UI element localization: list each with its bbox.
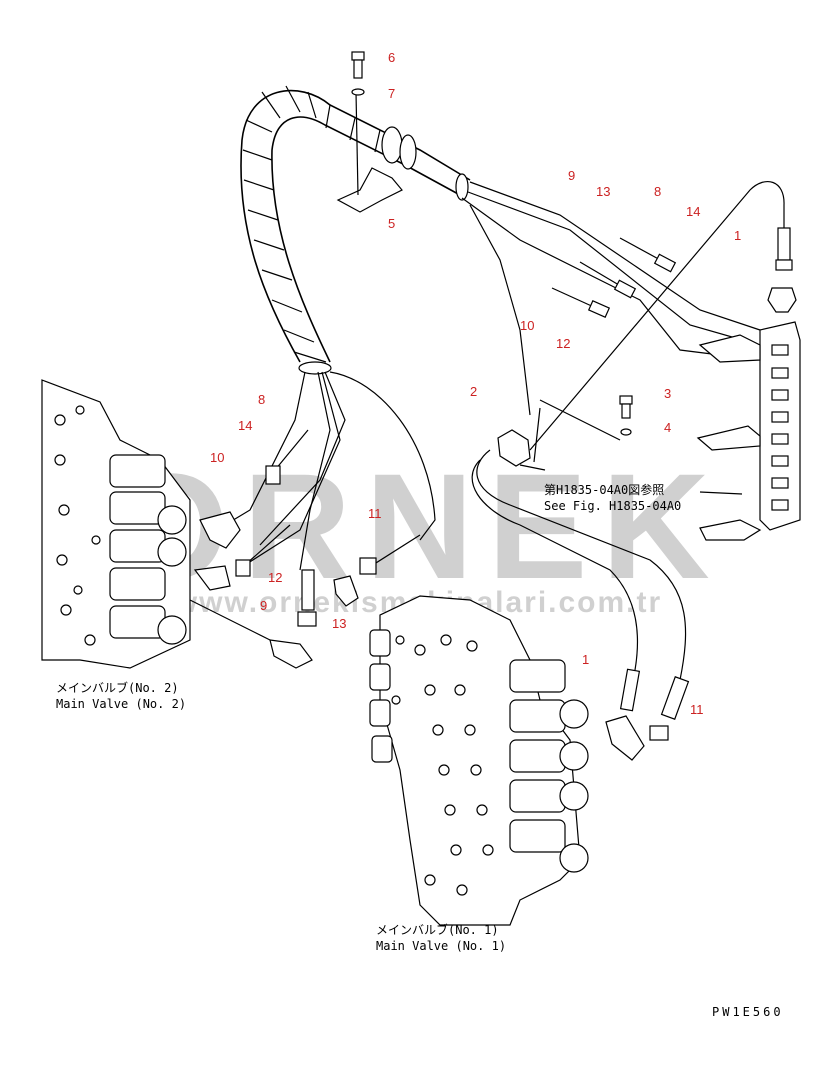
main-valve-2-caption-en: Main Valve (No. 2) [56, 697, 186, 711]
bolt-3 [619, 395, 633, 419]
valve-1-ports [391, 634, 494, 896]
clamp-2 [497, 407, 546, 471]
hose-fitting-10-12 [551, 287, 611, 319]
hose-fitting-8-14 [619, 237, 677, 273]
hoses [149, 181, 785, 681]
callout-8-left: 8 [258, 392, 265, 407]
hose-9-13-left [297, 569, 359, 627]
callout-1-bottom: 1 [582, 652, 589, 667]
washer-7 [351, 88, 365, 96]
hose-8-14-left [265, 429, 309, 485]
main-valve-1-caption-jp: メインバルブ(No. 1) [376, 922, 499, 937]
callouts: 6 7 5 9 13 8 14 1 10 12 2 3 4 8 14 10 11… [210, 50, 741, 717]
valve-1-spools [509, 659, 589, 873]
callout-14-left: 14 [238, 418, 252, 433]
main-valve-1 [369, 595, 589, 926]
junction-block [696, 321, 801, 541]
bolt-6 [351, 51, 365, 79]
hose-11-bottom [649, 676, 690, 741]
main-valve-1-caption-en: Main Valve (No. 1) [376, 939, 506, 953]
washer-4 [620, 428, 632, 436]
hose-1-bottom [605, 668, 645, 761]
callout-13-top: 13 [596, 184, 610, 199]
hose-fitting-9-13 [579, 261, 637, 299]
callout-2: 2 [470, 384, 477, 399]
callout-6: 6 [388, 50, 395, 65]
callout-7: 7 [388, 86, 395, 101]
callout-12-left: 12 [268, 570, 282, 585]
callout-14-top: 14 [686, 204, 700, 219]
callout-8-top: 8 [654, 184, 661, 199]
captions: メインバルブ(No. 2) Main Valve (No. 2) メインバルブ(… [56, 482, 784, 1019]
junction-ports [771, 344, 789, 511]
callout-9-left: 9 [260, 598, 267, 613]
callout-12-top: 12 [556, 336, 570, 351]
valve-2-spools [109, 454, 187, 645]
callout-10-top: 10 [520, 318, 534, 333]
hose-10-12-left [235, 524, 291, 577]
elbow-fittings-left [193, 511, 313, 669]
callout-11-bottom: 11 [690, 702, 704, 717]
callout-5: 5 [388, 216, 395, 231]
hose-bundle [240, 85, 471, 375]
valve-1-left-caps [369, 629, 393, 763]
callout-4: 4 [664, 420, 671, 435]
hose-1-top [767, 227, 797, 313]
valve-2-ports [54, 405, 101, 646]
callout-10-left: 10 [210, 450, 224, 465]
drawing-code: PW1E560 [712, 1005, 784, 1019]
main-valve-2 [41, 379, 191, 669]
callout-1-top: 1 [734, 228, 741, 243]
hose-11-left [359, 534, 421, 575]
callout-9-top: 9 [568, 168, 575, 183]
callout-11-left: 11 [368, 506, 382, 521]
callout-13-left: 13 [332, 616, 346, 631]
reference-caption-en: See Fig. H1835-04A0 [544, 499, 681, 513]
callout-3: 3 [664, 386, 671, 401]
main-valve-2-caption-jp: メインバルブ(No. 2) [56, 680, 179, 695]
reference-caption-jp: 第H1835-04A0図参照 [544, 482, 664, 497]
clamp-5 [336, 91, 403, 213]
